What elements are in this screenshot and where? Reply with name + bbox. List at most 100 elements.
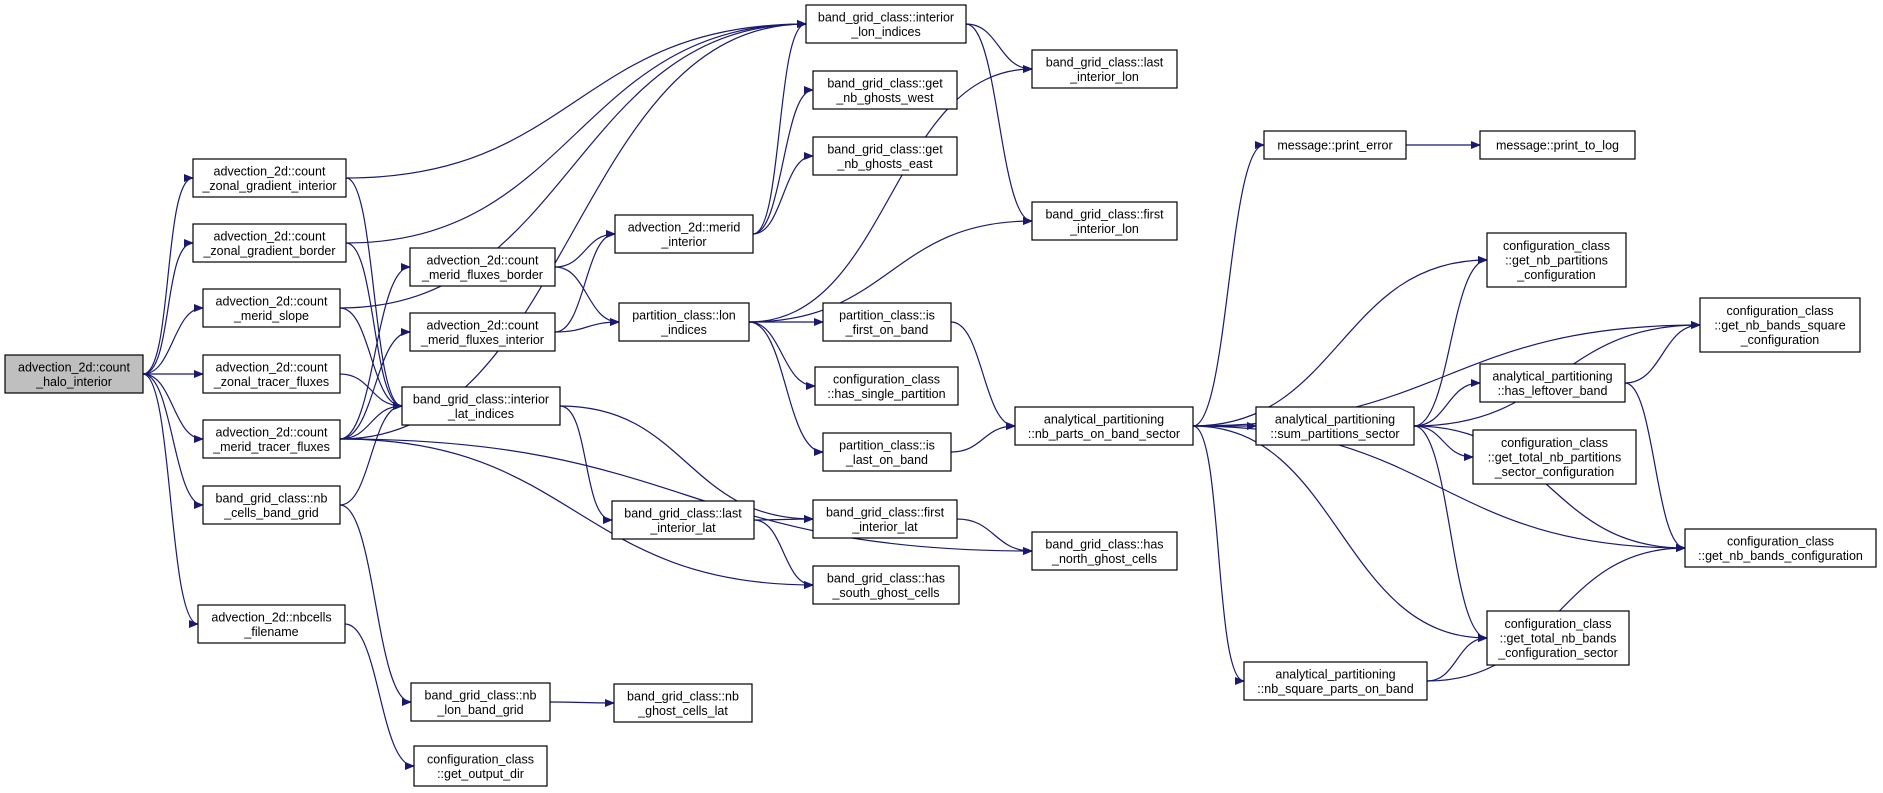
graph-node-partition-class-lon-indices[interactable]: partition_class::lon_indices xyxy=(618,302,750,342)
node-label-line: band_grid_class::nb xyxy=(627,689,739,703)
graph-node-configuration-class-get-nb-bands-square-configuration[interactable]: configuration_class::get_nb_bands_square… xyxy=(1699,297,1861,353)
node-label-line: advection_2d::merid xyxy=(628,220,741,234)
edge-n31-to-n36 xyxy=(1426,634,1488,682)
graph-node-configuration-class-get-total-nb-bands-configuration-sector[interactable]: configuration_class::get_total_nb_bands_… xyxy=(1486,610,1630,666)
graph-node-configuration-class-get-output-dir[interactable]: configuration_class::get_output_dir xyxy=(413,745,548,787)
node-label-line: _merid_fluxes_interior xyxy=(420,333,544,347)
edge-n30-to-n33 xyxy=(1413,256,1488,427)
graph-node-band-grid-class-first-interior-lon[interactable]: band_grid_class::first_interior_lon xyxy=(1031,201,1178,241)
graph-node-band-grid-class-interior-lat-indices[interactable]: band_grid_class::interior_lat_indices xyxy=(401,386,561,426)
node-box xyxy=(618,302,750,342)
node-label-line: ::get_nb_bands_square xyxy=(1714,319,1845,333)
node-box xyxy=(1243,661,1428,701)
node-box xyxy=(1031,531,1178,571)
edge-n0-to-n5 xyxy=(142,373,204,443)
edge-n13-to-n18 xyxy=(752,86,814,235)
graph-node-advection-2d-count-merid-slope[interactable]: advection_2d::count_merid_slope xyxy=(202,288,341,328)
graph-node-band-grid-class-has-north-ghost-cells[interactable]: band_grid_class::has_north_ghost_cells xyxy=(1031,531,1178,571)
edge-n17-to-n26 xyxy=(965,23,1033,225)
edge-n28-to-n29 xyxy=(1192,141,1265,427)
graph-node-analytical-partitioning-nb-parts-on-band-sector[interactable]: analytical_partitioning::nb_parts_on_ban… xyxy=(1014,406,1194,446)
graph-node-band-grid-class-nb-lon-band-grid[interactable]: band_grid_class::nb_lon_band_grid xyxy=(410,682,551,722)
graph-node-advection-2d-nbcells-filename[interactable]: advection_2d::nbcells_filename xyxy=(197,604,346,644)
node-box xyxy=(1263,130,1407,160)
edge-n15-to-n24 xyxy=(753,519,814,589)
node-box xyxy=(1684,528,1877,568)
node-label-line: _interior_lat xyxy=(851,520,918,534)
node-box xyxy=(822,302,952,342)
edge-n30-to-n38 xyxy=(1413,425,1686,552)
graph-node-configuration-class-get-nb-partitions-configuration[interactable]: configuration_class::get_nb_partitions_c… xyxy=(1486,232,1627,288)
graph-node-band-grid-class-has-south-ghost-cells[interactable]: band_grid_class::has_south_ghost_cells xyxy=(812,565,960,605)
node-label-line: ::has_leftover_band xyxy=(1498,384,1608,398)
node-label-line: ::has_single_partition xyxy=(827,387,945,401)
graph-node-band-grid-class-nb-cells-band-grid[interactable]: band_grid_class::nb_cells_band_grid xyxy=(202,485,341,525)
graph-node-band-grid-class-last-interior-lat[interactable]: band_grid_class::last_interior_lat xyxy=(611,500,755,540)
node-label-line: band_grid_class::interior xyxy=(818,10,954,24)
graph-node-band-grid-class-nb-ghost-cells-lat[interactable]: band_grid_class::nb_ghost_cells_lat xyxy=(613,683,753,723)
node-label-line: advection_2d::count xyxy=(216,360,328,374)
edge-n28-to-n31 xyxy=(1192,425,1245,685)
node-box xyxy=(812,499,958,539)
node-box xyxy=(202,354,341,394)
node-label-line: band_grid_class::last xyxy=(1046,55,1164,69)
graph-node-configuration-class-get-total-nb-partitions-sector-configuration[interactable]: configuration_class::get_total_nb_partit… xyxy=(1472,429,1637,485)
graph-node-configuration-class-has-single-partition[interactable]: configuration_class::has_single_partitio… xyxy=(814,366,959,406)
node-label-line: _last_on_band xyxy=(845,453,928,467)
node-box xyxy=(401,386,561,426)
node-label-line: _zonal_tracer_fluxes xyxy=(213,375,329,389)
graph-node-band-grid-class-last-interior-lon[interactable]: band_grid_class::last_interior_lon xyxy=(1031,49,1178,89)
node-box xyxy=(822,432,952,472)
graph-node-band-grid-class-get-nb-ghosts-east[interactable]: band_grid_class::get_nb_ghosts_east xyxy=(812,136,958,176)
node-label-line: advection_2d::count xyxy=(18,360,130,374)
edge-n23-to-n27 xyxy=(956,518,1033,555)
edge-n3-to-n10 xyxy=(339,307,403,410)
graph-node-band-grid-class-first-interior-lat[interactable]: band_grid_class::first_interior_lat xyxy=(812,499,958,539)
edge-n14-to-n26 xyxy=(748,217,1033,323)
edge-n1-to-n10 xyxy=(345,177,403,410)
node-label-line: _interior_lon xyxy=(1069,70,1139,84)
edge-n0-to-n2 xyxy=(142,239,194,375)
node-label-line: configuration_class xyxy=(427,752,534,766)
graph-node-advection-2d-count-zonal-gradient-interior[interactable]: advection_2d::count_zonal_gradient_inter… xyxy=(192,158,347,198)
node-label-line: advection_2d::count xyxy=(216,425,328,439)
graph-node-advection-2d-count-merid-fluxes-border[interactable]: advection_2d::count_merid_fluxes_border xyxy=(409,247,556,287)
edge-n6-to-n11 xyxy=(339,504,412,706)
graph-node-advection-2d-count-merid-tracer-fluxes[interactable]: advection_2d::count_merid_tracer_fluxes xyxy=(202,419,341,459)
edges-layer xyxy=(142,20,1701,770)
graph-node-message-print-to-log[interactable]: message::print_to_log xyxy=(1479,130,1636,160)
node-label-line: advection_2d::count xyxy=(214,229,326,243)
node-label-line: _interior xyxy=(660,235,706,249)
node-box xyxy=(192,223,347,263)
graph-node-advection-2d-count-zonal-tracer-fluxes[interactable]: advection_2d::count_zonal_tracer_fluxes xyxy=(202,354,341,394)
graph-node-advection-2d-merid-interior[interactable]: advection_2d::merid_interior xyxy=(614,214,754,254)
graph-node-band-grid-class-interior-lon-indices[interactable]: band_grid_class::interior_lon_indices xyxy=(805,4,967,44)
graph-node-partition-class-is-last-on-band[interactable]: partition_class::is_last_on_band xyxy=(822,432,952,472)
edge-n4-to-n10 xyxy=(339,373,403,410)
graph-node-advection-2d-count-zonal-gradient-border[interactable]: advection_2d::count_zonal_gradient_borde… xyxy=(192,223,347,263)
graph-node-band-grid-class-get-nb-ghosts-west[interactable]: band_grid_class::get_nb_ghosts_west xyxy=(812,70,958,110)
node-label-line: configuration_class xyxy=(1503,239,1610,253)
edge-n6-to-n10 xyxy=(339,402,403,506)
graph-node-advection-2d-count-halo-interior[interactable]: advection_2d::count_halo_interior xyxy=(4,354,144,394)
graph-node-partition-class-is-first-on-band[interactable]: partition_class::is_first_on_band xyxy=(822,302,952,342)
node-label-line: advection_2d::count xyxy=(427,318,539,332)
node-box xyxy=(1031,49,1178,89)
node-label-line: _indices xyxy=(660,323,707,337)
edge-n22-to-n28 xyxy=(950,422,1016,453)
edge-n28-to-n33 xyxy=(1192,256,1488,427)
edge-n13-to-n17 xyxy=(752,20,807,235)
node-label-line: band_grid_class::first xyxy=(826,505,945,519)
graph-node-advection-2d-count-merid-fluxes-interior[interactable]: advection_2d::count_merid_fluxes_interio… xyxy=(409,312,556,352)
node-label-line: band_grid_class::first xyxy=(1045,207,1164,221)
graph-node-analytical-partitioning-nb-square-parts-on-band[interactable]: analytical_partitioning::nb_square_parts… xyxy=(1243,661,1428,701)
graph-node-configuration-class-get-nb-bands-configuration[interactable]: configuration_class::get_nb_bands_config… xyxy=(1684,528,1877,568)
node-label-line: _configuration xyxy=(1516,268,1596,282)
graph-node-analytical-partitioning-sum-partitions-sector[interactable]: analytical_partitioning::sum_partitions_… xyxy=(1255,406,1415,446)
node-label-line: _cells_band_grid xyxy=(223,506,319,520)
graph-node-analytical-partitioning-has-leftover-band[interactable]: analytical_partitioning::has_leftover_ba… xyxy=(1479,363,1626,403)
node-label-line: ::get_output_dir xyxy=(437,767,524,781)
node-label-line: message::print_to_log xyxy=(1496,139,1619,153)
graph-node-message-print-error[interactable]: message::print_error xyxy=(1263,130,1407,160)
